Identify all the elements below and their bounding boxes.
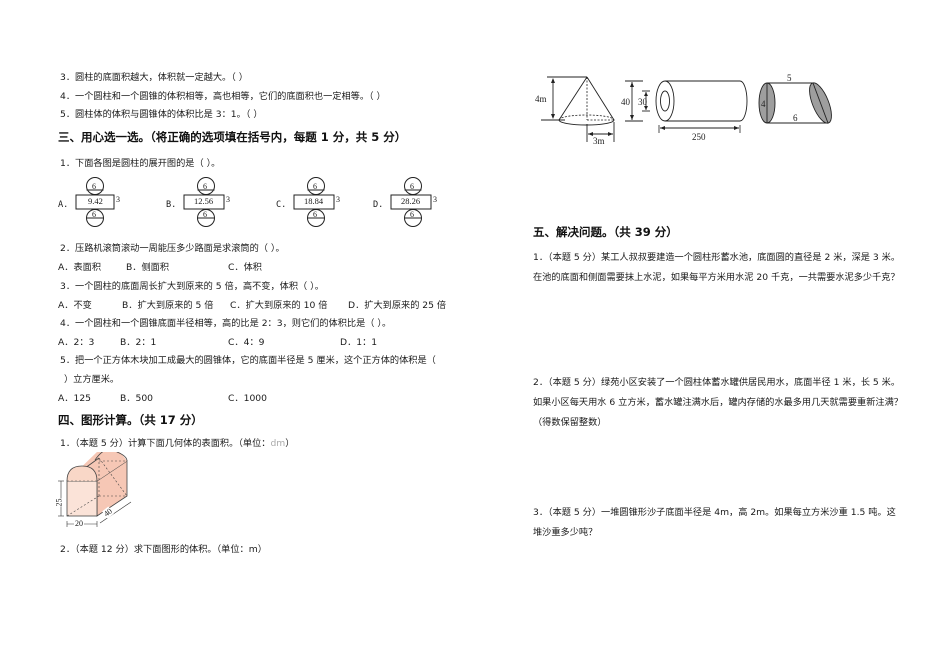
- s3-q4-text: 4．一个圆柱和一个圆锥底面半径相等，高的比是 2：3，则它们的体积比是（ ）。: [60, 318, 392, 329]
- option-b: B．扩大到原来的 5 倍: [122, 300, 214, 311]
- s4-q2-text: 2．（本题 12 分）求下面图形的体积。（单位：m）: [60, 544, 267, 555]
- s4-q1-text: 1．（本题 5 分）计算下面几何体的表面积。（单位：dm）: [60, 438, 295, 449]
- option-label: A.: [58, 200, 69, 210]
- cone-figure: 4m 3m: [535, 76, 615, 146]
- section-4-title: 四、图形计算。（共 17 分）: [58, 413, 203, 427]
- section-3-title: 三、用心选一选。（将正确的选项填在括号内，每题 1 分，共 5 分）: [58, 130, 407, 144]
- svg-text:6: 6: [410, 210, 414, 219]
- arched-prism-figure: [58, 452, 132, 527]
- option-d: D．扩大到原来的 25 倍: [348, 300, 447, 311]
- net-option-b: B. 6 6 12.56 3: [166, 177, 271, 233]
- cylinder-net-figure: 6 6: [75, 177, 115, 227]
- net-height-value: 3: [226, 195, 230, 204]
- option-b: B．侧面积: [126, 262, 170, 273]
- svg-text:6: 6: [793, 113, 798, 123]
- net-option-c: C. 6 6 18.84 3: [276, 177, 381, 233]
- option-a: A．2：3: [58, 337, 95, 348]
- option-a: A．表面积: [58, 262, 102, 273]
- svg-text:6: 6: [92, 210, 96, 219]
- svg-text:4: 4: [761, 99, 766, 109]
- option-label: B.: [166, 200, 177, 210]
- svg-text:5: 5: [787, 73, 792, 83]
- unit-label: dm: [270, 438, 286, 449]
- option-label: C.: [276, 200, 287, 210]
- svg-text:6: 6: [92, 182, 96, 191]
- hollow-cylinder-figure: 40 30 250: [621, 80, 748, 142]
- net-height-value: 3: [433, 195, 437, 204]
- judge-item-3: 3．圆柱的底面积越大，体积就一定越大。（ ）: [60, 72, 248, 83]
- net-height-value: 3: [336, 195, 340, 204]
- s5-problem-3: 3．（本题 5 分）一堆圆锥形沙子底面半径是 4m，高 2m。如果每立方米沙重 …: [533, 507, 896, 538]
- net-height-value: 3: [116, 195, 120, 204]
- s5-problem-2: 2．（本题 5 分）绿苑小区安装了一个圆柱体蓄水罐供居民用水，底面半径 1 米，…: [533, 377, 903, 428]
- net-rect-value: 28.26: [401, 196, 421, 206]
- judge-item-5: 5．圆柱体的体积与圆锥体的体积比是 3：1。（ ）: [60, 109, 263, 120]
- cylinder-net-figure: 6 6: [183, 177, 225, 227]
- option-a: A．125: [58, 393, 92, 404]
- net-rect-value: 18.84: [304, 196, 324, 206]
- s3-q3-text: 3．一个圆柱的底面周长扩大到原来的 5 倍，高不变，体积（ ）。: [60, 281, 324, 292]
- cylinder-net-figure: 6 6: [390, 177, 432, 227]
- svg-text:30: 30: [638, 97, 648, 107]
- cylinder-net-figure: 6 6: [293, 177, 335, 227]
- net-option-a: A. 6 6 9.42 3: [58, 177, 163, 233]
- svg-text:3m: 3m: [593, 136, 605, 146]
- option-b: B．500: [120, 393, 154, 404]
- option-c: C．体积: [228, 262, 262, 273]
- svg-text:4m: 4m: [535, 94, 547, 104]
- s3-q5-text-line1: 5．把一个正方体木块加工成最大的圆锥体，它的底面半径是 5 厘米，这个正方体的体…: [60, 355, 436, 366]
- svg-text:250: 250: [692, 132, 706, 142]
- svg-text:6: 6: [410, 182, 414, 191]
- svg-text:6: 6: [313, 210, 317, 219]
- net-rect-value: 9.42: [88, 196, 103, 206]
- section-5-title: 五、解决问题。（共 39 分）: [533, 225, 678, 239]
- cut-cylinder-figure: 5 4 6: [758, 73, 832, 124]
- dim-width-label: 20: [74, 519, 84, 528]
- net-rect-value: 12.56: [194, 196, 214, 206]
- svg-text:6: 6: [313, 182, 317, 191]
- s5-problem-1: 1．（本题 5 分）某工人叔叔要建造一个圆柱形蓄水池，底面圆的直径是 2 米，深…: [533, 252, 901, 283]
- svg-text:40: 40: [621, 97, 631, 107]
- s3-q5-text-line2: ）立方厘米。: [64, 374, 120, 385]
- judge-item-4: 4．一个圆柱和一个圆锥的体积相等，高也相等，它们的底面积也一定相等。（ ）: [60, 91, 386, 102]
- cylinder-net-options: A. 6 6 9.42 3 B. 6 6 12.56 3 C.: [58, 177, 478, 233]
- svg-text:6: 6: [203, 182, 207, 191]
- option-a: A．不变: [58, 300, 92, 311]
- svg-text:6: 6: [203, 210, 207, 219]
- s3-q1-text: 1．下面各图是圆柱的展开图的是（ ）。: [60, 158, 221, 169]
- option-c: C．扩大到原来的 10 倍: [230, 300, 328, 311]
- dim-height-label: 25: [54, 498, 64, 507]
- option-b: B．2：1: [120, 337, 157, 348]
- option-c: C．1000: [228, 393, 267, 404]
- volume-figures: 4m 3m 40 30 250 5 4 6: [535, 73, 832, 146]
- option-label: D.: [373, 200, 384, 210]
- option-d: D．1：1: [340, 337, 378, 348]
- net-option-d: D. 6 6 28.26 3: [373, 177, 478, 233]
- s3-q2-text: 2．压路机滚筒滚动一周能压多少路面是求滚筒的（ ）。: [60, 243, 285, 254]
- option-c: C．4：9: [228, 337, 265, 348]
